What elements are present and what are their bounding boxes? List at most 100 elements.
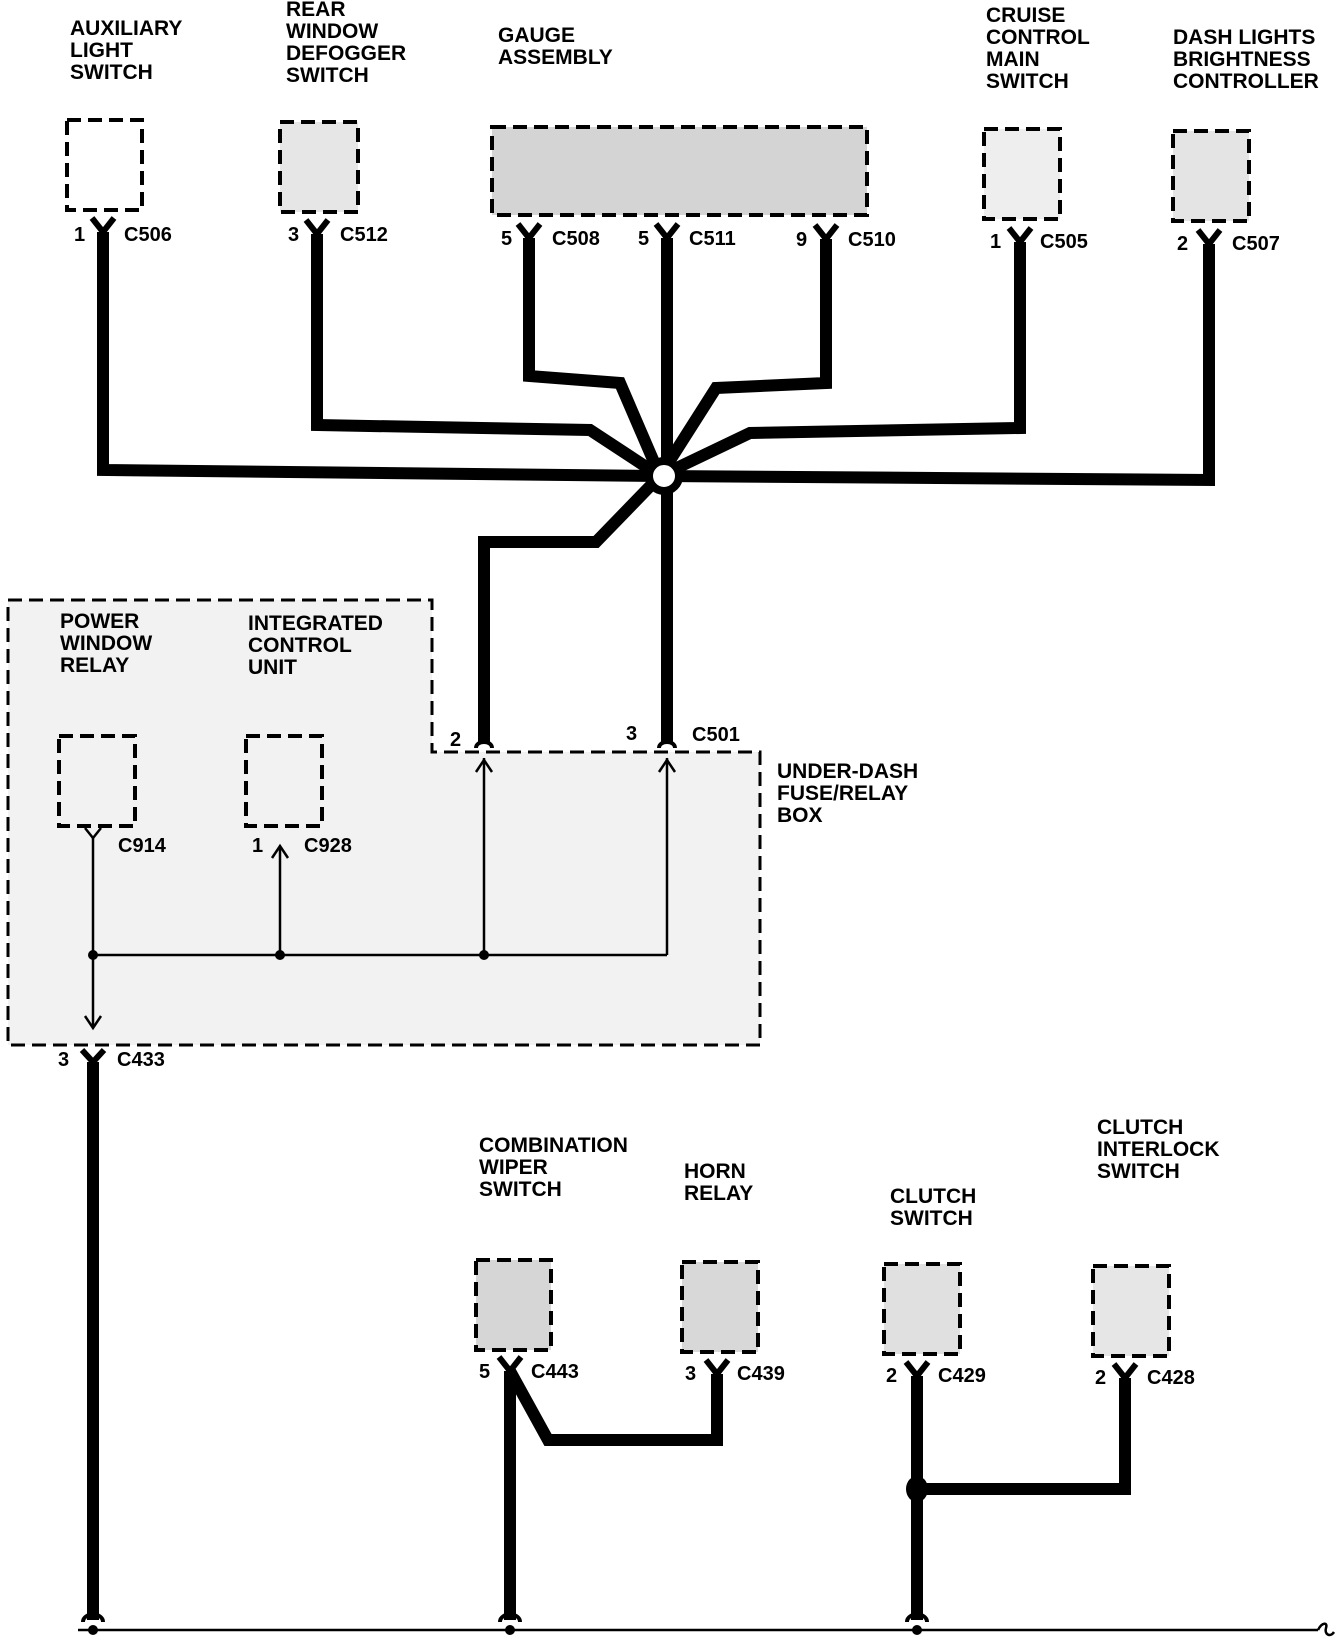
label-power-window-relay: POWER WINDOW RELAY [60,610,152,677]
svg-text:SWITCH: SWITCH [890,1207,973,1230]
clutch-splice [906,1476,928,1502]
svg-text:LIGHT: LIGHT [70,39,133,62]
ground-bus [78,1612,1336,1637]
power-window-relay-box [57,734,137,828]
connector-c510: 9 C510 [796,223,896,251]
svg-text:3: 3 [626,723,637,745]
label-rear-window-defogger-switch: REAR WINDOW DEFOGGER SWITCH [286,0,406,87]
connector-c429: 2 C429 [886,1360,986,1387]
svg-text:C508: C508 [552,228,600,250]
svg-text:3: 3 [288,224,299,246]
auxiliary-light-switch-box [65,118,144,212]
clutch-interlock-switch-box [1091,1264,1171,1358]
cruise-control-main-switch-box [982,127,1062,221]
label-combination-wiper-switch: COMBINATION WIPER SWITCH [479,1134,628,1201]
connector-c928: 1 C928 [252,835,352,857]
svg-text:CONTROL: CONTROL [248,634,352,657]
svg-text:9: 9 [796,229,807,251]
svg-text:POWER: POWER [60,610,139,633]
svg-text:2: 2 [450,729,461,751]
svg-text:HORN: HORN [684,1160,746,1183]
svg-text:C505: C505 [1040,231,1088,253]
svg-text:INTERLOCK: INTERLOCK [1097,1138,1220,1161]
svg-text:2: 2 [1177,233,1188,255]
connector-c439: 3 C439 [685,1358,785,1385]
svg-text:C512: C512 [340,224,388,246]
connector-c443: 5 C443 [479,1355,579,1383]
connector-c508: 5 C508 [501,222,600,250]
combination-wiper-switch-box [474,1258,553,1352]
svg-text:BOX: BOX [777,804,823,827]
label-dash-lights-brightness-controller: DASH LIGHTS BRIGHTNESS CONTROLLER [1173,26,1319,93]
svg-text:C511: C511 [689,228,736,250]
svg-text:5: 5 [638,228,649,250]
integrated-control-unit-box [244,734,324,828]
svg-text:WIPER: WIPER [479,1156,548,1179]
svg-text:SWITCH: SWITCH [1097,1160,1180,1183]
connector-c501: 2 3 C501 [450,723,740,751]
svg-text:2: 2 [1095,1367,1106,1389]
connector-c507: 2 C507 [1177,228,1280,255]
connector-c512: 3 C512 [288,218,388,246]
svg-text:DEFOGGER: DEFOGGER [286,42,406,65]
svg-text:CONTROL: CONTROL [986,26,1090,49]
under-dash-fuse-relay-box-outline [6,598,762,1047]
svg-text:C429: C429 [938,1365,986,1387]
label-integrated-control-unit: INTEGRATED CONTROL UNIT [248,612,383,679]
svg-text:2: 2 [886,1365,897,1387]
svg-text:C507: C507 [1232,233,1280,255]
svg-text:1: 1 [74,224,85,246]
connector-c428: 2 C428 [1095,1362,1195,1389]
svg-text:GAUGE: GAUGE [498,24,575,47]
svg-text:SWITCH: SWITCH [70,61,153,84]
svg-text:3: 3 [685,1363,696,1385]
svg-text:C506: C506 [124,224,172,246]
clutch-switch-box [882,1262,962,1356]
svg-text:BRIGHTNESS: BRIGHTNESS [1173,48,1311,71]
dash-lights-brightness-controller-box [1171,129,1251,223]
svg-text:CLUTCH: CLUTCH [1097,1116,1183,1139]
label-gauge-assembly: GAUGE ASSEMBLY [498,24,613,69]
svg-text:WINDOW: WINDOW [60,632,152,655]
svg-text:AUXILIARY: AUXILIARY [70,17,182,40]
svg-text:ASSEMBLY: ASSEMBLY [498,46,613,69]
svg-text:MAIN: MAIN [986,48,1040,71]
horn-relay-box [680,1260,760,1354]
label-auxiliary-light-switch: AUXILIARY LIGHT SWITCH [70,17,182,84]
svg-text:CONTROLLER: CONTROLLER [1173,70,1319,93]
internal-splice-dots [88,950,489,960]
svg-text:SWITCH: SWITCH [986,70,1069,93]
connector-c433: 3 C433 [58,1047,165,1071]
svg-text:C443: C443 [531,1361,579,1383]
svg-text:UNDER-DASH: UNDER-DASH [777,760,918,783]
svg-text:1: 1 [252,835,263,857]
svg-text:COMBINATION: COMBINATION [479,1134,628,1157]
svg-text:RELAY: RELAY [60,654,129,677]
svg-text:C510: C510 [848,229,896,251]
label-clutch-switch: CLUTCH SWITCH [890,1185,976,1230]
svg-text:FUSE/RELAY: FUSE/RELAY [777,782,908,805]
internal-box-wiring [83,757,677,1031]
svg-text:CLUTCH: CLUTCH [890,1185,976,1208]
svg-text:SWITCH: SWITCH [479,1178,562,1201]
svg-text:5: 5 [479,1361,490,1383]
svg-text:UNIT: UNIT [248,656,297,679]
label-under-dash-fuse-relay-box: UNDER-DASH FUSE/RELAY BOX [777,760,918,827]
svg-text:CRUISE: CRUISE [986,4,1065,27]
gauge-assembly-box [490,125,869,217]
svg-text:1: 1 [990,231,1001,253]
label-clutch-interlock-switch: CLUTCH INTERLOCK SWITCH [1097,1116,1220,1183]
connector-c511: 5 C511 [638,222,736,250]
svg-text:3: 3 [58,1049,69,1071]
splice-junction [645,457,683,495]
rear-window-defogger-switch-box [278,120,360,214]
svg-text:INTEGRATED: INTEGRATED [248,612,383,635]
svg-text:SWITCH: SWITCH [286,64,369,87]
connector-c506: 1 C506 [74,216,172,246]
svg-text:C433: C433 [117,1049,165,1071]
label-horn-relay: HORN RELAY [684,1160,753,1205]
svg-text:DASH LIGHTS: DASH LIGHTS [1173,26,1315,49]
svg-text:C439: C439 [737,1363,785,1385]
lower-harness-wires [504,1368,1131,1620]
